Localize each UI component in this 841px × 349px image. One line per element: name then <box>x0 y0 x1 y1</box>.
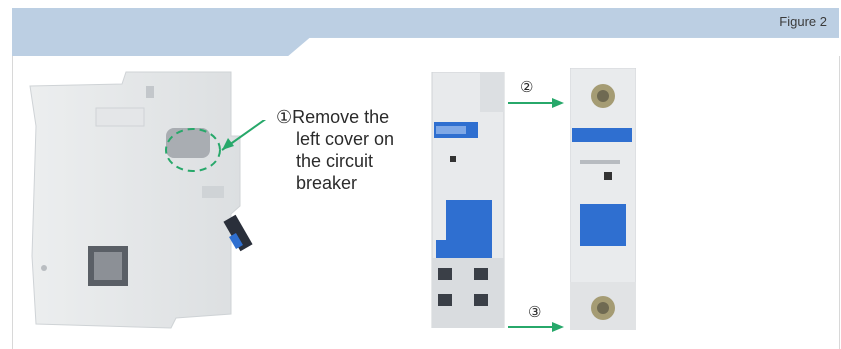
breaker-cover-photo <box>570 68 636 330</box>
annotation-line-2: left cover on <box>276 128 394 150</box>
annotation-line-1-text: Remove the <box>292 107 389 127</box>
annotation-line-3: the circuit <box>276 150 394 172</box>
breaker-front-photo <box>428 72 508 328</box>
annotation-line-4: breaker <box>276 172 394 194</box>
step-3-label: ③ <box>528 303 541 321</box>
annotation-marker: ① <box>276 107 292 127</box>
breaker-side-photo <box>26 66 276 336</box>
step-3-arrow <box>508 320 564 334</box>
pointer-arrowhead <box>222 138 234 150</box>
cover-highlight-ellipse <box>166 129 220 171</box>
step-2-label: ② <box>520 78 533 96</box>
header-band <box>12 8 839 56</box>
highlight-overlay <box>160 120 290 180</box>
annotation-line-1: ①Remove the <box>276 106 394 128</box>
figure-label: Figure 2 <box>779 14 827 29</box>
step-2-arrow <box>508 96 564 110</box>
annotation-text: ①Remove the left cover on the circuit br… <box>276 106 394 194</box>
